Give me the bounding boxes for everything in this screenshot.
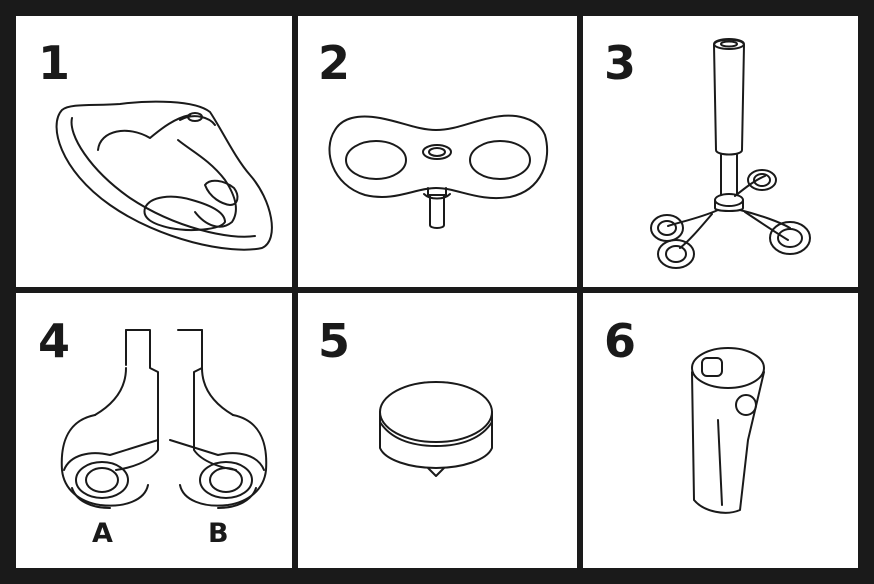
parts-sheet: 1 2 3 (0, 0, 874, 584)
post-sleeve-illustration (0, 0, 874, 584)
